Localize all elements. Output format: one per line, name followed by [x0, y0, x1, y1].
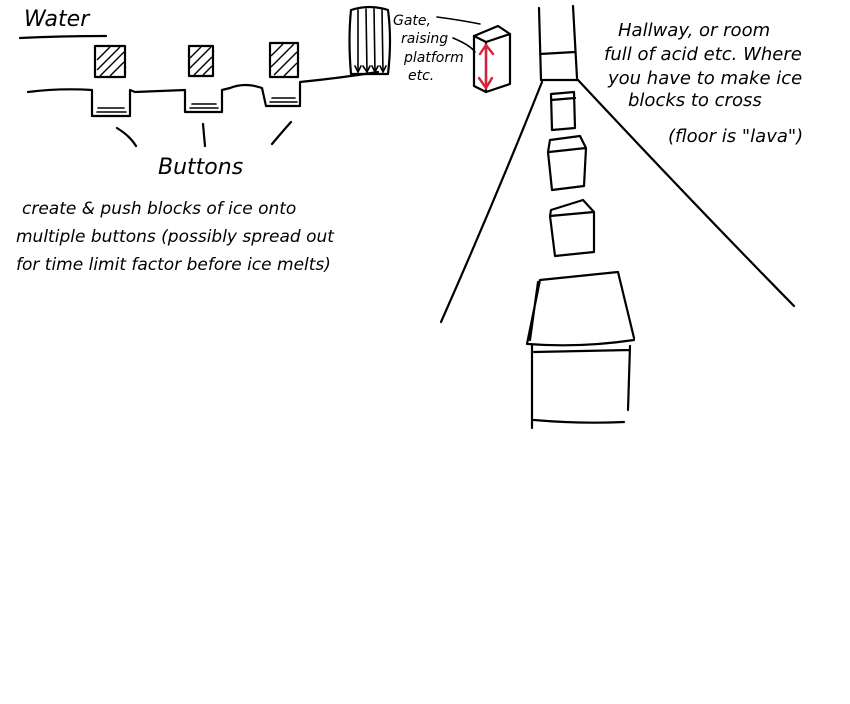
button-pad-3 — [269, 97, 298, 103]
hallway-far-right — [571, 4, 579, 80]
stepping-block-1 — [549, 90, 577, 132]
description-line-3: for time limit factor before ice melts) — [16, 255, 331, 275]
hallway-label-line-2: full of acid etc. Where — [604, 44, 802, 65]
stepping-block-3 — [548, 198, 596, 258]
button-pad-1 — [96, 107, 127, 113]
gate-label-line-1: Gate, — [393, 13, 431, 29]
button-pointer-3 — [270, 120, 293, 146]
hallway-section: Hallway, or room full of acid etc. Where… — [439, 4, 803, 430]
raising-platform-drawing — [472, 24, 512, 94]
water-label: Water — [24, 7, 91, 32]
button-pad-2 — [189, 103, 219, 109]
up-down-arrow — [477, 42, 495, 91]
hallway-label-line-1: Hallway, or room — [618, 20, 770, 41]
ground-with-pits — [26, 70, 380, 118]
hallway-far-left — [537, 6, 543, 82]
description-line-1: create & push blocks of ice onto — [22, 199, 296, 219]
buttons-label: Buttons — [158, 155, 243, 180]
button-pointer-2 — [201, 122, 207, 148]
ice-block-1 — [93, 44, 127, 79]
stepping-block-5 — [526, 338, 636, 430]
stepping-block-2 — [546, 134, 588, 192]
water-underline — [18, 34, 108, 40]
water-section: Water — [16, 7, 380, 275]
gate-label-line-4: etc. — [408, 68, 434, 84]
hallway-label-line-4: blocks to cross — [628, 90, 762, 111]
hallway-right-wall — [576, 78, 796, 308]
ice-block-3 — [268, 41, 300, 79]
gate-label-line-2: raising — [401, 31, 448, 47]
description-line-2: multiple buttons (possibly spread out — [16, 227, 335, 247]
hallway-left-wall — [439, 80, 544, 324]
hallway-label-line-5: (floor is "lava") — [668, 126, 803, 147]
gate-label-line-3: platform — [403, 50, 464, 66]
hallway-far-block — [538, 50, 580, 82]
gate-section: Gate, raising platform etc. — [348, 5, 512, 94]
stepping-block-4 — [525, 270, 636, 346]
gate-drawing — [348, 5, 392, 76]
button-pointer-1 — [115, 126, 138, 148]
ice-block-2 — [187, 44, 215, 78]
hallway-label-line-3: you have to make ice — [607, 68, 802, 89]
